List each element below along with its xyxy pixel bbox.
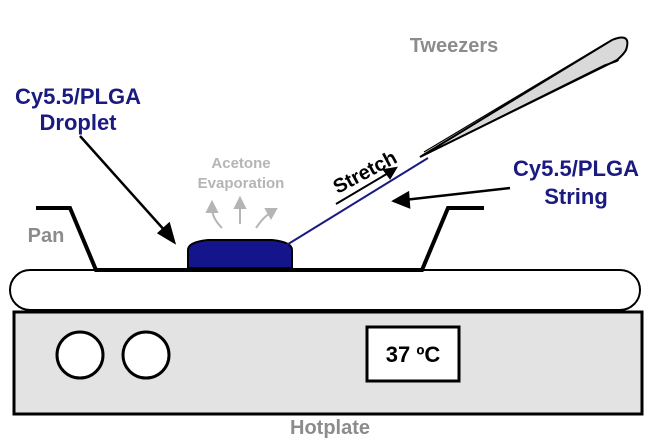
hotplate-body: [12, 310, 644, 416]
heating-plate: [9, 269, 641, 311]
string-label-line1: Cy5.5/PLGA: [513, 156, 639, 181]
hotplate-knob-right: [121, 330, 171, 380]
acetone-label-line2: Evaporation: [198, 175, 285, 192]
pan-label: Pan: [28, 225, 65, 247]
droplet-label-line2: Droplet: [40, 110, 118, 135]
temperature-readout: 37 ºC: [386, 342, 441, 367]
temperature-display: [365, 325, 461, 383]
hotplate-label: Hotplate: [290, 417, 370, 439]
droplet: [187, 239, 293, 269]
tweezers-icon: [419, 36, 629, 158]
evaporation-arrows-icon: [205, 195, 278, 229]
hotplate-knob-left: [55, 330, 105, 380]
stretch-arrow-icon: [335, 166, 398, 205]
acetone-label-line1: Acetone: [211, 155, 270, 172]
string-label-line2: String: [544, 184, 608, 209]
droplet-pointer-arrow: [79, 135, 177, 245]
tweezers-label: Tweezers: [410, 35, 499, 57]
droplet-label-line1: Cy5.5/PLGA: [15, 84, 141, 109]
string-pointer-arrow: [391, 186, 511, 209]
pan: [36, 206, 484, 272]
string-fiber: [284, 157, 429, 247]
